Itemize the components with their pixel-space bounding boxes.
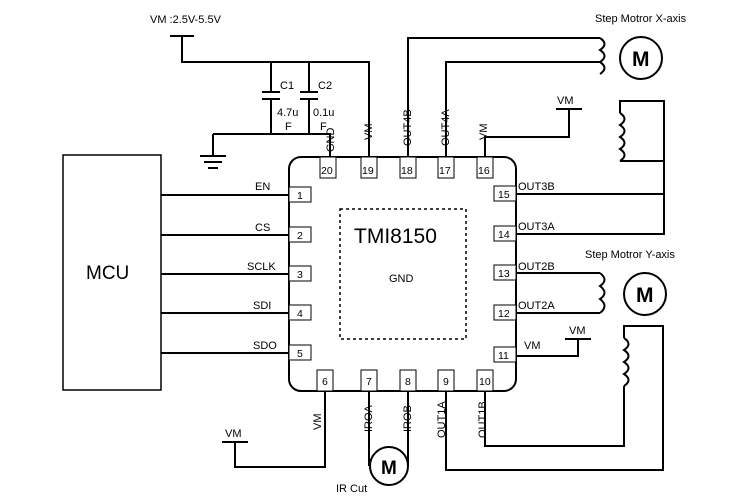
c1-name: C1: [280, 80, 294, 92]
vm-tap-top-right-label: VM: [557, 95, 574, 107]
c1-value-2: F: [285, 121, 292, 133]
c2-name: C2: [318, 80, 332, 92]
mcu-label: MCU: [86, 263, 129, 284]
ground-bus: [213, 133, 331, 157]
supply-label: VM :2.5V-5.5V: [150, 14, 222, 26]
pin-11: [493, 346, 517, 363]
motor-y-symbol: M: [636, 284, 654, 307]
pin-9-number: 9: [443, 376, 449, 388]
signal-en: EN: [255, 181, 270, 193]
signal-sdi: SDI: [253, 300, 271, 312]
motor-x-wiring: [407, 37, 665, 235]
label-vm-6: VM: [312, 414, 324, 431]
vm-tap-top-right: VM: [484, 95, 582, 157]
label-vm-11: VM: [524, 340, 541, 352]
vm-tap-right: VM: [516, 325, 591, 357]
vm-tap-right-label: VM: [569, 325, 586, 337]
motor-y-wiring: [445, 272, 664, 471]
motor-ir-wiring: [368, 391, 409, 466]
motor-x-icon: [619, 36, 663, 80]
label-vm-19: VM: [363, 124, 375, 141]
label-gnd: GND: [325, 128, 337, 153]
pin-19-number: 19: [362, 165, 374, 177]
pin-3-number: 3: [297, 269, 303, 281]
label-out3a: OUT3A: [518, 221, 555, 233]
pin-1-number: 1: [297, 190, 303, 202]
capacitor-c2: [300, 62, 318, 134]
motor-x-symbol: M: [632, 48, 650, 71]
chip-exposed-pad: [339, 208, 467, 340]
pin-5-number: 5: [297, 348, 303, 360]
pin-19: [360, 156, 378, 179]
pin-18-number: 18: [401, 165, 413, 177]
ground-symbol: [200, 134, 226, 169]
pin-11-number: 11: [498, 350, 509, 362]
label-vm-16: VM: [478, 124, 490, 141]
label-out2a: OUT2A: [518, 300, 555, 312]
chip-gnd-label: GND: [389, 273, 414, 285]
motor-ir-icon: [369, 446, 409, 486]
pin-16-number: 16: [478, 165, 490, 177]
pin-2: [288, 226, 312, 243]
pin-4-number: 4: [297, 308, 303, 320]
signal-sclk: SCLK: [247, 261, 276, 273]
signal-sdo: SDO: [253, 340, 277, 352]
capacitor-c1: [262, 62, 280, 134]
label-out1b: OUT1B: [477, 401, 489, 438]
pin-14-number: 14: [498, 229, 510, 241]
pin-7-number: 7: [366, 376, 372, 388]
motor-y-icon: [623, 272, 667, 316]
pin-20: [319, 156, 337, 179]
pin-2-number: 2: [297, 230, 303, 242]
pin-3: [288, 265, 312, 282]
motor-x-title: Step Motror X-axis: [595, 13, 687, 25]
chip-name: TMI8150: [354, 225, 437, 248]
motor-ir-symbol: M: [381, 458, 397, 479]
vm-tap-bottom-left-label: VM: [225, 428, 242, 440]
mcu-block: [62, 154, 162, 391]
pin-4: [288, 304, 312, 321]
pin-20-number: 20: [321, 165, 333, 177]
pin-1: [288, 186, 312, 203]
c1-value-1: 4.7u: [277, 107, 298, 119]
c2-value-2: F: [320, 121, 327, 133]
motor-y-title: Step Motror Y-axis: [585, 249, 675, 261]
pin-8-number: 8: [405, 376, 411, 388]
label-out2b: OUT2B: [518, 261, 555, 273]
supply-wire: [181, 36, 370, 157]
pin-13-number: 13: [498, 268, 510, 280]
c2-value-1: 0.1u: [313, 107, 334, 119]
pin-6-number: 6: [322, 376, 328, 388]
pin-15-number: 15: [498, 189, 510, 201]
pin-5: [288, 344, 312, 361]
signal-cs: CS: [255, 222, 270, 234]
supply-section: VM :2.5V-5.5V C1 4.7u F C2 0.1u F: [150, 14, 370, 169]
motor-ir-title: IR Cut: [336, 483, 367, 495]
mcu-bus: [161, 194, 289, 354]
label-out3b: OUT3B: [518, 181, 555, 193]
pin-17-number: 17: [439, 165, 451, 177]
vm-tap-bottom-left: VM: [222, 391, 326, 468]
pin-10-number: 10: [479, 376, 491, 388]
pin-12-number: 12: [498, 308, 510, 320]
